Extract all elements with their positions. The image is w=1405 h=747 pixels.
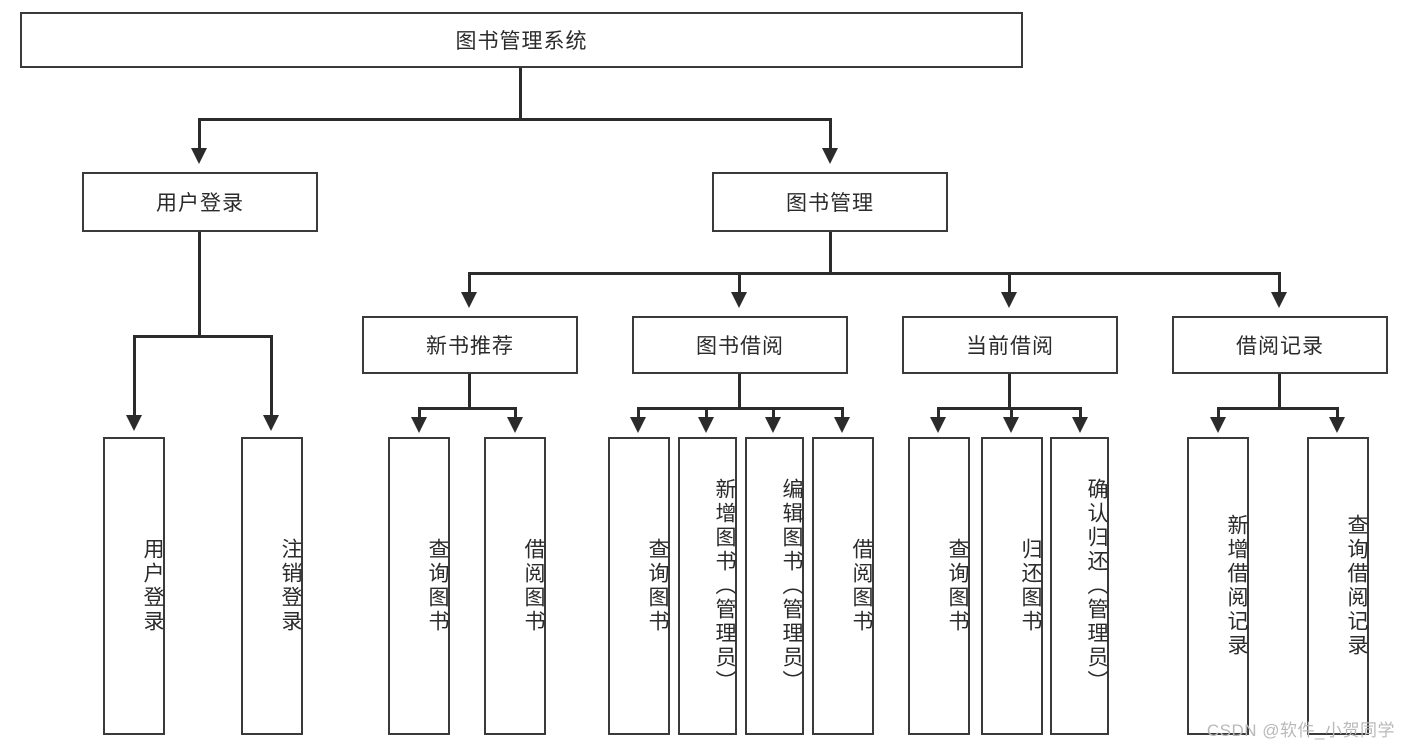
edge-to-leaf-user-login [133, 335, 136, 417]
arrowhead-book-borrow [731, 292, 747, 308]
node-label: 注销登录 [279, 538, 302, 634]
node-label: 新增图书（管理员） [713, 478, 736, 694]
edge-to-current-borrow [1008, 272, 1011, 294]
edge-level3-bus [468, 272, 1280, 275]
edge-borrow-record-bus [1217, 407, 1339, 410]
edge-to-book-borrow [738, 272, 741, 294]
node-label: 借阅记录 [1236, 335, 1324, 358]
edge-to-new-book-rec [468, 272, 471, 294]
edge-to-leaf-add-record [1217, 407, 1220, 419]
edge-to-leaf-add-book [705, 407, 708, 419]
arrowhead-leaf-borrow-book-b [834, 417, 850, 433]
node-label: 查询图书 [646, 538, 669, 634]
edge-current-borrow-bus [937, 407, 1082, 410]
arrowhead-book-manage [822, 148, 838, 164]
leaf-node-add-book-admin[interactable]: 新增图书（管理员） [678, 437, 737, 735]
edge-book-manage-stem [829, 232, 832, 272]
arrowhead-leaf-user-login [126, 415, 142, 431]
edge-root-bus [198, 118, 832, 121]
node-label: 图书管理 [786, 192, 874, 215]
leaf-node-query-book-recommend[interactable]: 查询图书 [388, 437, 450, 735]
node-label: 确认归还（管理员） [1085, 478, 1108, 694]
edge-to-leaf-edit-book [772, 407, 775, 419]
arrowhead-leaf-query-book-c [930, 417, 946, 433]
edge-borrow-record-stem [1278, 374, 1281, 407]
edge-to-leaf-logout [270, 335, 273, 417]
edge-to-leaf-return-book [1010, 407, 1013, 419]
arrowhead-leaf-return-book [1003, 417, 1019, 433]
edge-to-leaf-query-book-b [637, 407, 640, 419]
edge-root-stem [519, 68, 522, 118]
arrowhead-leaf-query-record [1329, 417, 1345, 433]
leaf-node-borrow-book-recommend[interactable]: 借阅图书 [484, 437, 546, 735]
edge-book-borrow-stem [738, 374, 741, 407]
edge-user-login-bus [133, 335, 270, 338]
edge-to-leaf-query-book-c [937, 407, 940, 419]
leaf-node-query-book-borrow[interactable]: 查询图书 [608, 437, 670, 735]
node-new-book-recommend[interactable]: 新书推荐 [362, 316, 578, 374]
arrowhead-leaf-borrow-book-rec [507, 417, 523, 433]
arrowhead-leaf-add-record [1210, 417, 1226, 433]
node-label: 归还图书 [1019, 538, 1042, 634]
leaf-node-query-book-current[interactable]: 查询图书 [908, 437, 970, 735]
edge-current-borrow-stem [1008, 374, 1011, 407]
edge-to-leaf-borrow-book-b [841, 407, 844, 419]
edge-to-user-login [198, 118, 201, 150]
arrowhead-current-borrow [1001, 292, 1017, 308]
arrowhead-leaf-query-book-b [630, 417, 646, 433]
node-book-borrow[interactable]: 图书借阅 [632, 316, 848, 374]
node-label: 用户登录 [141, 538, 164, 634]
arrowhead-leaf-logout [263, 415, 279, 431]
leaf-node-logout[interactable]: 注销登录 [241, 437, 303, 735]
node-user-login[interactable]: 用户登录 [82, 172, 318, 232]
edge-to-leaf-borrow-book-rec [514, 407, 517, 419]
leaf-node-return-book[interactable]: 归还图书 [981, 437, 1043, 735]
node-root-system[interactable]: 图书管理系统 [20, 12, 1023, 68]
edge-to-leaf-query-record [1336, 407, 1339, 419]
edge-user-login-stem [198, 232, 201, 335]
arrowhead-leaf-add-book [698, 417, 714, 433]
node-label: 查询图书 [426, 538, 449, 634]
node-label: 用户登录 [156, 192, 244, 215]
node-label: 借阅图书 [850, 538, 873, 634]
node-current-borrow[interactable]: 当前借阅 [902, 316, 1118, 374]
node-label: 图书借阅 [696, 335, 784, 358]
node-label: 查询借阅记录 [1345, 514, 1368, 658]
node-label: 查询图书 [946, 538, 969, 634]
node-label: 编辑图书（管理员） [780, 478, 803, 694]
edge-to-leaf-query-book-rec [418, 407, 421, 419]
node-label: 当前借阅 [966, 335, 1054, 358]
node-book-manage[interactable]: 图书管理 [712, 172, 948, 232]
arrowhead-leaf-query-book-rec [411, 417, 427, 433]
edge-new-book-rec-bus [418, 407, 517, 410]
edge-to-leaf-confirm-return [1079, 407, 1082, 419]
leaf-node-user-login[interactable]: 用户登录 [103, 437, 165, 735]
node-label: 新增借阅记录 [1225, 514, 1248, 658]
node-label: 图书管理系统 [455, 30, 588, 53]
edge-to-book-manage [829, 118, 832, 150]
csdn-watermark: CSDN @软件_小贺同学 [1206, 721, 1395, 740]
node-borrow-record[interactable]: 借阅记录 [1172, 316, 1388, 374]
edge-to-borrow-record [1278, 272, 1281, 294]
edge-book-borrow-bus [637, 407, 843, 410]
arrowhead-borrow-record [1271, 292, 1287, 308]
arrowhead-leaf-confirm-return [1072, 417, 1088, 433]
leaf-node-edit-book-admin[interactable]: 编辑图书（管理员） [745, 437, 804, 735]
arrowhead-user-login [191, 148, 207, 164]
leaf-node-query-borrow-record[interactable]: 查询借阅记录 [1307, 437, 1369, 735]
edge-new-book-rec-stem [468, 374, 471, 407]
node-label: 借阅图书 [522, 538, 545, 634]
leaf-node-add-borrow-record[interactable]: 新增借阅记录 [1187, 437, 1249, 735]
arrowhead-leaf-edit-book [765, 417, 781, 433]
leaf-node-confirm-return-admin[interactable]: 确认归还（管理员） [1050, 437, 1109, 735]
leaf-node-borrow-book[interactable]: 借阅图书 [812, 437, 874, 735]
node-label: 新书推荐 [426, 335, 514, 358]
arrowhead-new-book-rec [461, 292, 477, 308]
